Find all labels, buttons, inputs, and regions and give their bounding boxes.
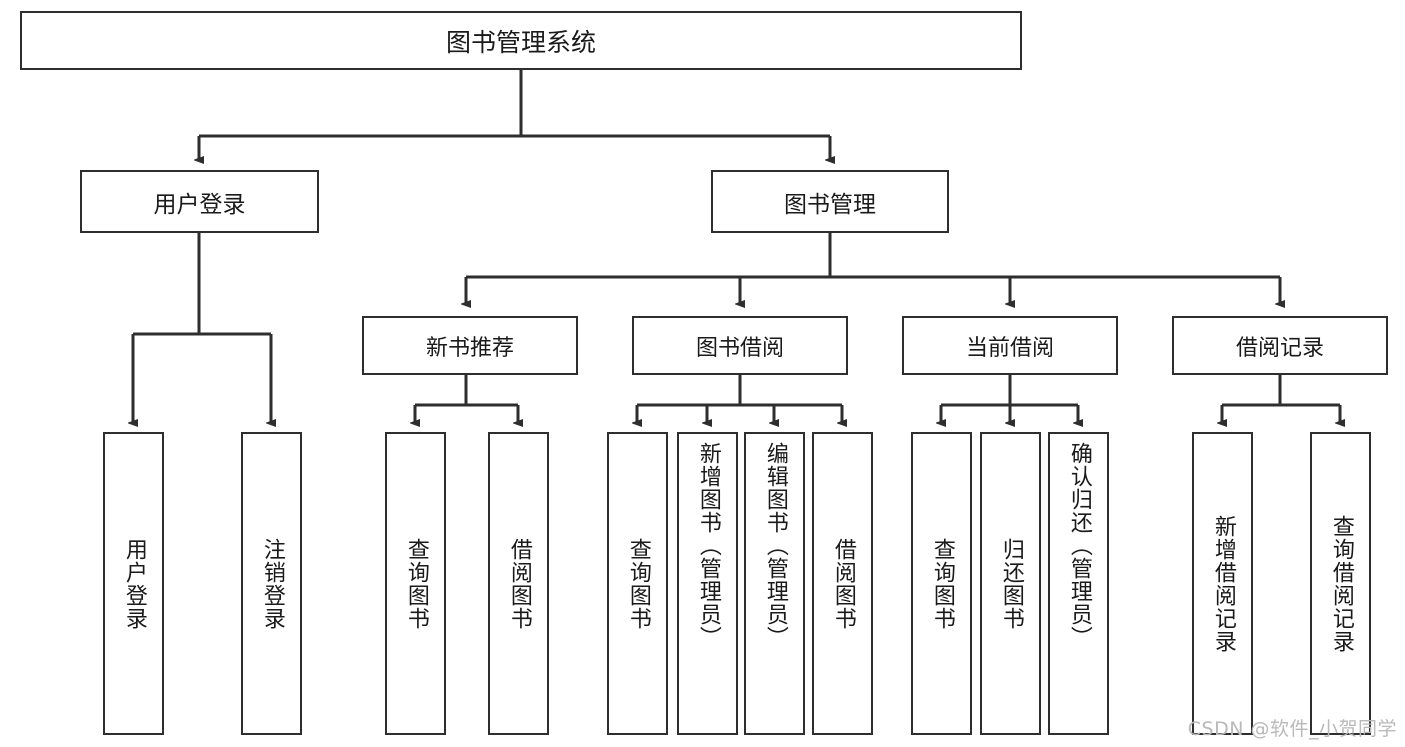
- node-borrow-record-label: 借阅记录: [1235, 335, 1324, 361]
- leaf-label: 归还图书: [998, 537, 1024, 630]
- leaf-label: 查询借阅记录: [1328, 514, 1354, 653]
- leaf-user-login-signout[interactable]: 注销登录: [241, 432, 302, 735]
- node-book-manage-label: 图书管理: [784, 191, 876, 218]
- node-current-borrow[interactable]: 当前借阅: [902, 316, 1118, 375]
- node-book-borrow[interactable]: 图书借阅: [632, 316, 848, 375]
- leaf-book-borrow-edit[interactable]: 编辑图书（管理员）: [744, 432, 805, 735]
- node-book-borrow-label: 图书借阅: [695, 335, 784, 361]
- leaf-new-book-query[interactable]: 查询图书: [385, 432, 446, 735]
- watermark-text: CSDN @软件_小贺同学: [1187, 718, 1397, 740]
- leaf-label: 确认归还（管理员）: [1066, 442, 1092, 649]
- node-user-login-label: 用户登录: [153, 191, 246, 218]
- node-root-label: 图书管理系统: [445, 27, 596, 57]
- leaf-book-borrow-lend[interactable]: 借阅图书: [812, 432, 873, 735]
- node-new-book-recommend[interactable]: 新书推荐: [362, 316, 578, 375]
- leaf-borrow-record-query[interactable]: 查询借阅记录: [1310, 432, 1371, 735]
- node-borrow-record[interactable]: 借阅记录: [1172, 316, 1388, 375]
- leaf-label: 用户登录: [121, 537, 147, 630]
- leaf-label: 新增借阅记录: [1210, 514, 1236, 653]
- leaf-label: 新增图书（管理员）: [695, 442, 721, 649]
- node-root[interactable]: 图书管理系统: [20, 11, 1022, 70]
- node-user-login[interactable]: 用户登录: [80, 170, 319, 233]
- leaf-label: 查询图书: [625, 537, 651, 630]
- leaf-book-borrow-query[interactable]: 查询图书: [607, 432, 668, 735]
- leaf-label: 查询图书: [403, 537, 429, 630]
- node-new-book-recommend-label: 新书推荐: [425, 335, 514, 361]
- node-current-borrow-label: 当前借阅: [965, 335, 1054, 361]
- leaf-user-login-signin[interactable]: 用户登录: [103, 432, 164, 735]
- leaf-borrow-record-add[interactable]: 新增借阅记录: [1192, 432, 1253, 735]
- leaf-label: 借阅图书: [830, 537, 856, 630]
- leaf-current-borrow-return[interactable]: 归还图书: [980, 432, 1041, 735]
- leaf-current-borrow-query[interactable]: 查询图书: [911, 432, 972, 735]
- node-book-manage[interactable]: 图书管理: [711, 170, 949, 233]
- leaf-current-borrow-confirm[interactable]: 确认归还（管理员）: [1048, 432, 1109, 735]
- leaf-book-borrow-add[interactable]: 新增图书（管理员）: [677, 432, 738, 735]
- leaf-label: 编辑图书（管理员）: [762, 442, 788, 649]
- leaf-new-book-borrow[interactable]: 借阅图书: [488, 432, 549, 735]
- leaf-label: 注销登录: [259, 537, 285, 630]
- leaf-label: 查询图书: [929, 537, 955, 630]
- leaf-label: 借阅图书: [506, 537, 532, 630]
